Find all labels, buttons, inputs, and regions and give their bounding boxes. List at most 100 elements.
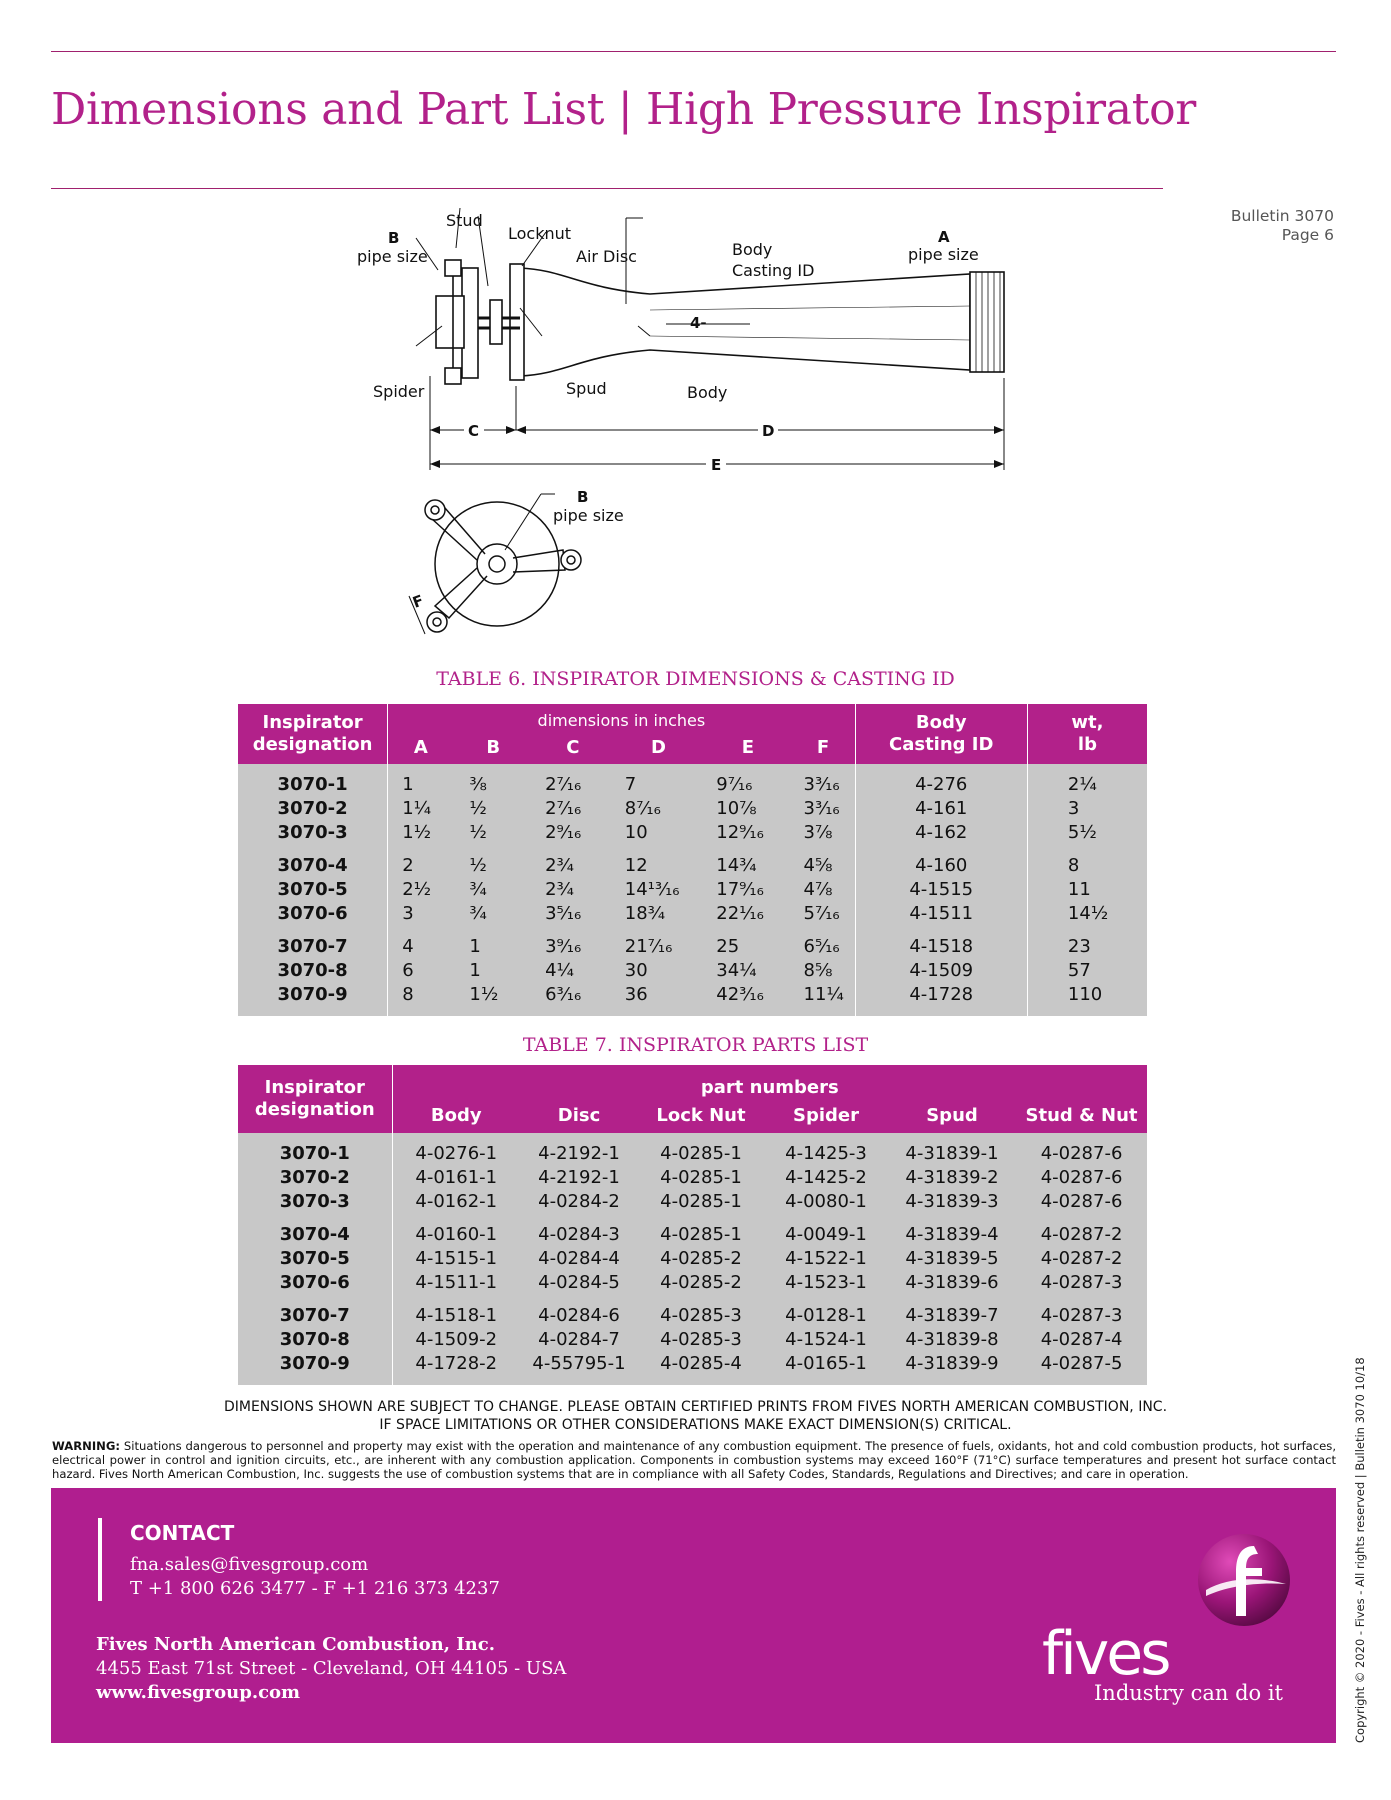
t6-cell-wt: 5½ — [1026, 821, 1147, 845]
t6-cell-casting: 4-1511 — [854, 902, 1028, 926]
end-label-pipe-size: pipe size — [553, 506, 624, 525]
t7-designation: 3070-3 — [238, 1190, 392, 1214]
label-dim-c: C — [468, 422, 479, 440]
t6-designation: 3070-4 — [238, 854, 388, 878]
t6-cell-d: 36 — [612, 983, 705, 1007]
t7-cell-stud: 4-0287-2 — [1016, 1223, 1148, 1247]
a-pipe-thread — [969, 271, 1005, 373]
t6-cell-c: 2⁹⁄₁₆ — [533, 821, 613, 845]
air-disc — [509, 263, 525, 381]
tagline: Industry can do it — [1094, 1681, 1283, 1705]
t6-cell-c: 3⁹⁄₁₆ — [533, 935, 613, 959]
label-b-letter: B — [388, 229, 399, 247]
t6-cell-c: 2¾ — [533, 878, 613, 902]
warning-body: Situations dangerous to personnel and pr… — [52, 1439, 1336, 1481]
top-rule — [51, 51, 1336, 52]
inspirator-side-view-drawing: Stud Locknut B pipe size Air Disc Body C… — [357, 207, 1005, 474]
t6-cell-e: 10⅞ — [704, 797, 792, 821]
t7-cell-locknut: 4-0285-1 — [638, 1223, 764, 1247]
fives-logo-icon — [1198, 1534, 1290, 1626]
t6-cell-e: 17⁹⁄₁₆ — [704, 878, 792, 902]
t7-cell-stud: 4-0287-6 — [1016, 1190, 1148, 1214]
t7-cell-spider: 4-0080-1 — [764, 1190, 888, 1214]
t6-cell-e: 34¼ — [704, 959, 792, 983]
t6-cell-c: 3⁵⁄₁₆ — [533, 902, 613, 926]
t7-designation: 3070-6 — [238, 1271, 392, 1295]
t7-cell-locknut: 4-0285-2 — [638, 1247, 764, 1271]
t7-cell-spud: 4-31839-4 — [888, 1223, 1016, 1247]
t6-cell-b: ¾ — [453, 878, 534, 902]
t6-cell-a: 1 — [387, 773, 454, 797]
t6-designation: 3070-2 — [238, 797, 388, 821]
t7-cell-disc: 4-0284-2 — [520, 1190, 638, 1214]
t6-designation: 3070-9 — [238, 983, 388, 1007]
t6-cell-a: 2½ — [387, 878, 454, 902]
label-body-casting-1: Body — [732, 240, 772, 259]
t6-cell-f: 4⅝ — [791, 854, 856, 878]
label-dim-d: D — [762, 422, 774, 440]
t6-cell-e: 12⁹⁄₁₆ — [704, 821, 792, 845]
t6-cell-casting: 4-1518 — [854, 935, 1028, 959]
t7-cell-spud: 4-31839-1 — [888, 1142, 1016, 1166]
t6-designation: 3070-1 — [238, 773, 388, 797]
t7-cell-stud: 4-0287-6 — [1016, 1142, 1148, 1166]
t6-cell-f: 4⅞ — [791, 878, 856, 902]
table7-caption: TABLE 7. INSPIRATOR PARTS LIST — [522, 1034, 869, 1056]
t6-cell-d: 8⁷⁄₁₆ — [612, 797, 705, 821]
t6-cell-wt: 14½ — [1026, 902, 1147, 926]
t7-cell-body: 4-1509-2 — [391, 1328, 520, 1352]
page-title: Dimensions and Part List | High Pressure… — [51, 84, 1197, 135]
label-casting-code: 4- — [690, 314, 707, 332]
t6-cell-a: 1¼ — [387, 797, 454, 821]
t7-cell-locknut: 4-0285-1 — [638, 1190, 764, 1214]
t7-cell-spider: 4-0128-1 — [764, 1304, 888, 1328]
footer-panel: CONTACT fna.sales@fivesgroup.com T +1 80… — [51, 1488, 1336, 1743]
t7-cell-body: 4-1511-1 — [391, 1271, 520, 1295]
spider-arm-right — [512, 549, 566, 573]
label-a-pipe-size: pipe size — [908, 245, 979, 264]
t7-cell-spider: 4-0049-1 — [764, 1223, 888, 1247]
fives-logo-text: fives — [1042, 1619, 1171, 1689]
t6-cell-d: 18¾ — [612, 902, 705, 926]
t6-cell-casting: 4-161 — [854, 797, 1028, 821]
inspirator-body-outline — [519, 267, 971, 377]
t6-cell-d: 10 — [612, 821, 705, 845]
contact-email[interactable]: fna.sales@fivesgroup.com — [130, 1554, 369, 1575]
t6-designation: 3070-6 — [238, 902, 388, 926]
t6-cell-b: 1 — [453, 935, 534, 959]
t7-cell-disc: 4-0284-6 — [520, 1304, 638, 1328]
t6-cell-casting: 4-1515 — [854, 878, 1028, 902]
t7-cell-spider: 4-1524-1 — [764, 1328, 888, 1352]
t6-cell-b: ¾ — [453, 902, 534, 926]
t6-cell-f: 11¼ — [791, 983, 856, 1007]
company-website[interactable]: www.fivesgroup.com — [96, 1682, 301, 1703]
t6-cell-f: 3⅞ — [791, 821, 856, 845]
t6-header-wt: wt,lb — [1026, 704, 1147, 764]
t7-cell-disc: 4-55795-1 — [520, 1352, 638, 1376]
company-address: 4455 East 71st Street - Cleveland, OH 44… — [96, 1658, 567, 1679]
t6-cell-a: 1½ — [387, 821, 454, 845]
t6-cell-c: 2⁷⁄₁₆ — [533, 773, 613, 797]
spider-arm-bottom — [433, 567, 488, 620]
label-body: Body — [687, 383, 727, 402]
t6-designation: 3070-5 — [238, 878, 388, 902]
t6-cell-wt: 110 — [1026, 983, 1147, 1007]
t7-cell-stud: 4-0287-2 — [1016, 1247, 1148, 1271]
t6-col-d: D — [612, 732, 705, 764]
t7-cell-stud: 4-0287-4 — [1016, 1328, 1148, 1352]
label-spider: Spider — [373, 382, 425, 401]
t7-cell-stud: 4-0287-6 — [1016, 1166, 1148, 1190]
t6-cell-d: 12 — [612, 854, 705, 878]
t7-col-body: Body — [391, 1099, 520, 1133]
